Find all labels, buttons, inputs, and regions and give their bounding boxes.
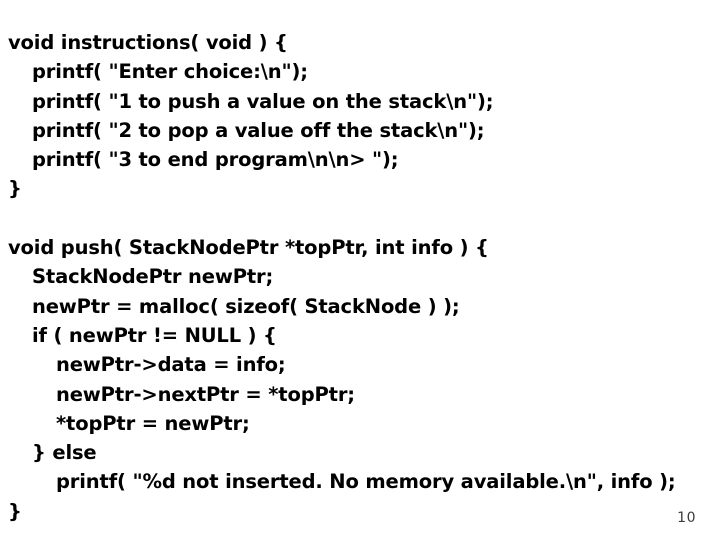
code-line: printf( "1 to push a value on the stack\… (32, 89, 494, 113)
code-line: if ( newPtr != NULL ) { (32, 323, 277, 347)
code-line: } (8, 177, 22, 201)
code-line-blank (8, 204, 720, 233)
page-number: 10 (677, 510, 696, 526)
code-line: newPtr = malloc( sizeof( StackNode ) ); (32, 294, 460, 318)
code-line: newPtr->nextPtr = *topPtr; (56, 382, 355, 406)
code-line: newPtr->data = info; (56, 353, 286, 377)
code-line: printf( "3 to end program\n\n> "); (32, 148, 399, 172)
code-line: } else (32, 441, 97, 465)
code-line: StackNodePtr newPtr; (32, 265, 274, 289)
code-listing: void instructions( void ) { printf( "Ente… (8, 28, 720, 526)
code-line: } (8, 499, 22, 523)
code-line: void instructions( void ) { (8, 31, 288, 54)
code-line: printf( "Enter choice:\n"); (32, 60, 308, 84)
code-line: printf( "%d not inserted. No memory avai… (56, 470, 676, 494)
code-line: void push( StackNodePtr *topPtr, int inf… (8, 236, 489, 260)
code-line: printf( "2 to pop a value off the stack\… (32, 118, 485, 142)
code-line: *topPtr = newPtr; (56, 411, 250, 435)
